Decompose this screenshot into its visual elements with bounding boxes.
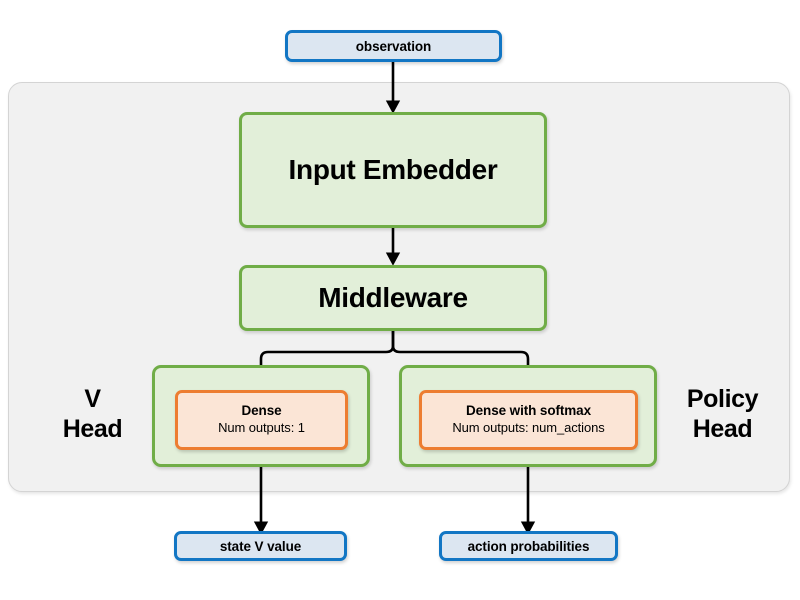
- node-policy-dense[interactable]: Dense with softmax Num outputs: num_acti…: [419, 390, 638, 450]
- node-state-v-value[interactable]: state V value: [174, 531, 347, 561]
- v-dense-subtitle: Num outputs: 1: [218, 420, 305, 436]
- node-input-embedder[interactable]: Input Embedder: [239, 112, 547, 228]
- node-v-dense[interactable]: Dense Num outputs: 1: [175, 390, 348, 450]
- action-probabilities-label: action probabilities: [467, 538, 590, 554]
- node-observation[interactable]: observation: [285, 30, 502, 62]
- policy-head-label-line1: Policy: [686, 385, 759, 413]
- node-action-probabilities[interactable]: action probabilities: [439, 531, 618, 561]
- v-dense-title: Dense: [241, 403, 282, 419]
- policy-dense-title: Dense with softmax: [466, 403, 591, 419]
- state-v-value-label: state V value: [219, 538, 302, 554]
- policy-dense-subtitle: Num outputs: num_actions: [452, 420, 605, 436]
- v-head-side-label: V Head: [40, 385, 145, 444]
- middleware-label: Middleware: [318, 282, 468, 313]
- node-middleware[interactable]: Middleware: [239, 265, 547, 331]
- input-embedder-label: Input Embedder: [288, 154, 498, 185]
- policy-head-label-line2: Head: [692, 414, 753, 443]
- policy-head-side-label: Policy Head: [665, 385, 780, 444]
- v-head-label-line2: Head: [62, 414, 123, 443]
- v-head-label-line1: V: [84, 385, 101, 413]
- observation-label: observation: [355, 38, 432, 54]
